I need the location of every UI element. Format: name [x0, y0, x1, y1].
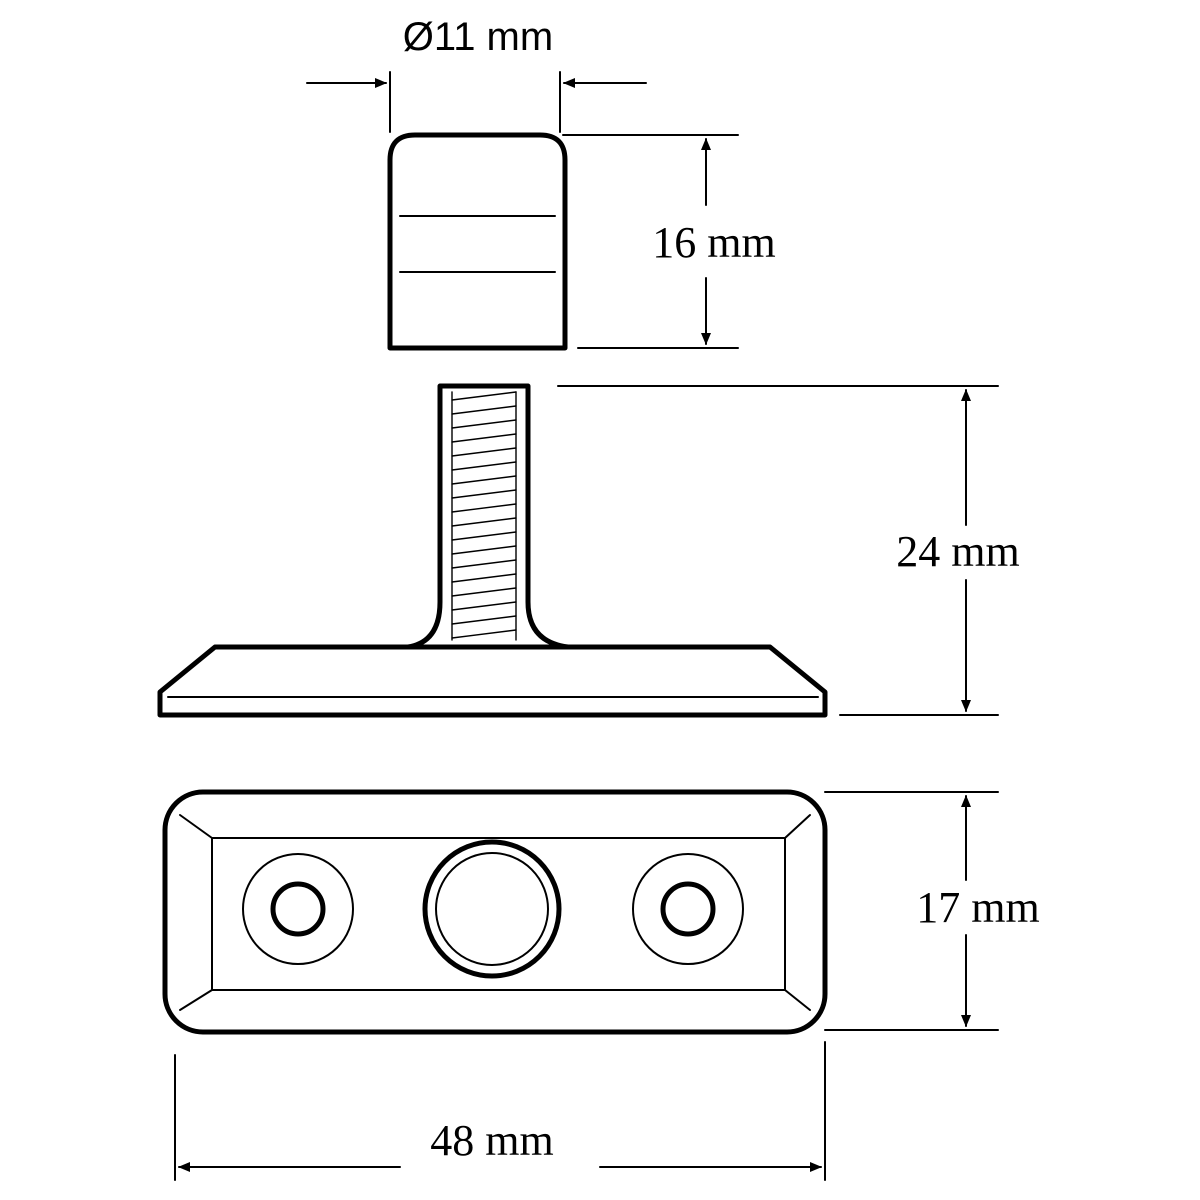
base-length-label: 48 mm — [430, 1116, 553, 1165]
stud-part — [157, 383, 828, 718]
cap-height-label: 16 mm — [652, 218, 775, 267]
screw-hole-left — [242, 853, 354, 965]
thread-lines — [451, 391, 517, 639]
screw-hole-right — [632, 853, 744, 965]
stud-height-label: 24 mm — [896, 527, 1019, 576]
cap-part — [387, 132, 568, 351]
diameter-label: Ø11 mm — [403, 15, 553, 59]
base-length-dimension: 48 mm — [174, 1041, 826, 1181]
base-width-dimension: 17 mm — [824, 791, 1040, 1031]
cap-height-dimension: 16 mm — [562, 134, 776, 349]
diameter-dimension: Ø11 mm — [306, 15, 647, 133]
base-width-label: 17 mm — [916, 883, 1039, 932]
center-stud-top — [422, 839, 562, 979]
base-plate-top-view — [162, 789, 828, 1035]
stud-height-dimension: 24 mm — [557, 385, 1020, 716]
